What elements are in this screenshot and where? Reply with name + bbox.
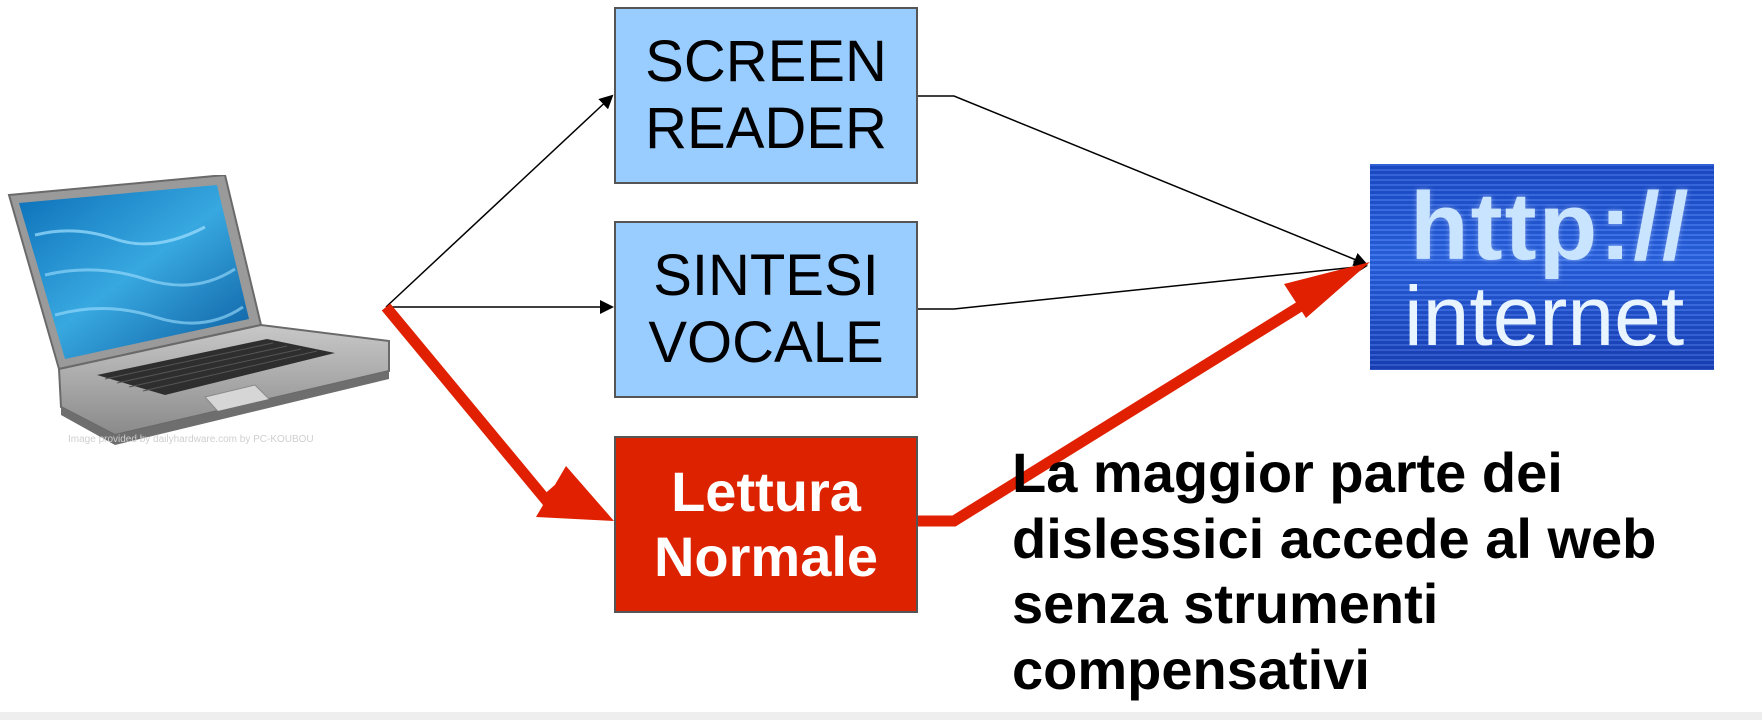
sintesi-vocale-line2: VOCALE (648, 309, 884, 375)
note-line-1: La maggior parte dei (1012, 441, 1563, 504)
sintesi-vocale-box: SINTESI VOCALE (614, 221, 918, 398)
caption-note: La maggior parte dei dislessici accede a… (1012, 440, 1752, 702)
line-sintesi-to-internet (918, 260, 1368, 310)
internet-stripes (1370, 164, 1714, 370)
lettura-normale-box: Lettura Normale (614, 436, 918, 613)
red-arrowhead-lettura (536, 466, 614, 521)
red-arrow-laptop-to-lettura (381, 303, 566, 508)
screen-reader-line2: READER (645, 95, 887, 161)
note-line-4: compensativi (1012, 637, 1370, 701)
internet-word: internet (1404, 269, 1685, 363)
screen-reader-line1: SCREEN (645, 28, 887, 94)
screen-reader-box: SCREEN READER (614, 7, 918, 184)
internet-icon: http:// internet (1370, 164, 1714, 370)
internet-http-text: http:// (1410, 173, 1691, 280)
image-credit-caption: Image provided by dailyhardware.com by P… (68, 434, 314, 445)
line-screen-reader-to-internet (918, 95, 1368, 266)
arrow-laptop-to-screen-reader (385, 94, 614, 308)
lettura-normale-line1: Lettura (671, 460, 861, 524)
bottom-divider (0, 712, 1762, 720)
laptop-icon (5, 173, 395, 465)
red-arrow-lettura-to-internet (918, 289, 1323, 527)
note-line-3: senza strumenti (1012, 572, 1439, 636)
red-arrowhead-internet (1284, 262, 1370, 318)
lettura-normale-line2: Normale (653, 524, 879, 588)
note-line-2: dislessici accede al web (1012, 506, 1657, 570)
sintesi-vocale-line1: SINTESI (653, 242, 879, 308)
